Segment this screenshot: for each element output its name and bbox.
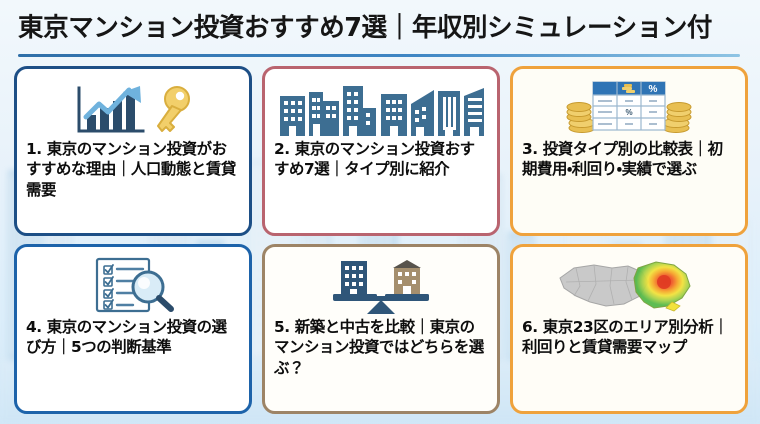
- svg-text:%: %: [649, 84, 658, 95]
- page-title: 東京マンション投資おすすめ7選｜年収別シミュレーション付: [18, 13, 713, 43]
- magnifier-icon: [131, 270, 174, 312]
- balance-scale-buildings-icon: [274, 254, 488, 316]
- card-4-text: 4. 東京のマンション投資の選び方｜5つの判断基準: [26, 318, 227, 357]
- checklist-magnifier-icon: [26, 254, 240, 316]
- card-3[interactable]: % % 3. 投資タイプ別の比較表｜初期費用・利回り・実績で選ぶ: [510, 66, 748, 236]
- coin-stack-left: [566, 102, 596, 133]
- key-icon: [157, 86, 190, 132]
- old-building-icon: [393, 260, 421, 295]
- coin-stack-right: [662, 102, 692, 133]
- growth-chart-icon: [77, 86, 145, 133]
- scale-fulcrum: [367, 300, 395, 314]
- skyline-buildings-icon: [280, 86, 484, 136]
- card-6[interactable]: 6. 東京23区のエリア別分析｜利回りと賃貸需要マップ: [510, 244, 748, 414]
- card-1[interactable]: 1. 東京のマンション投資がおすすめな理由｜人口動態と賃貸需要: [14, 66, 252, 236]
- comparison-table: % %: [592, 81, 666, 131]
- card-3-text: 3. 投資タイプ別の比較表｜初期費用・利回り・実績で選ぶ: [522, 140, 723, 179]
- growth-chart-key-icon: [26, 76, 240, 138]
- checklist-icon: [95, 257, 174, 313]
- card-5-text: 5. 新築と中古を比較｜東京のマンション投資ではどちらを選ぶ？: [274, 318, 484, 377]
- card-2[interactable]: 2. 東京のマンション投資おすすめ7選｜タイプ別に紹介: [262, 66, 500, 236]
- city-skyline-icon: [274, 76, 488, 138]
- svg-text:%: %: [625, 108, 632, 117]
- comparison-table-coins-icon: % %: [522, 76, 736, 138]
- card-1-text: 1. 東京のマンション投資がおすすめな理由｜人口動態と賃貸需要: [26, 140, 236, 199]
- card-grid: 1. 東京のマンション投資がおすすめな理由｜人口動態と賃貸需要: [14, 66, 748, 414]
- bay-area: [665, 301, 681, 312]
- tokyo-23-wards-heatmap-icon: [559, 261, 691, 312]
- heat-peak: [657, 275, 671, 289]
- card-6-text: 6. 東京23区のエリア別分析｜利回りと賃貸需要マップ: [522, 318, 729, 357]
- header: 東京マンション投資おすすめ7選｜年収別シミュレーション付: [0, 0, 760, 58]
- card-5[interactable]: 5. 新築と中古を比較｜東京のマンション投資ではどちらを選ぶ？: [262, 244, 500, 414]
- card-4[interactable]: 4. 東京のマンション投資の選び方｜5つの判断基準: [14, 244, 252, 414]
- table-with-coins-icon: % %: [566, 81, 692, 133]
- scale-new-vs-old-icon: [333, 260, 429, 314]
- title-divider: [18, 54, 740, 57]
- scale-beam: [333, 296, 429, 301]
- card-2-text: 2. 東京のマンション投資おすすめ7選｜タイプ別に紹介: [274, 140, 475, 179]
- new-building-icon: [341, 261, 367, 295]
- tokyo-heatmap-icon: [522, 254, 736, 316]
